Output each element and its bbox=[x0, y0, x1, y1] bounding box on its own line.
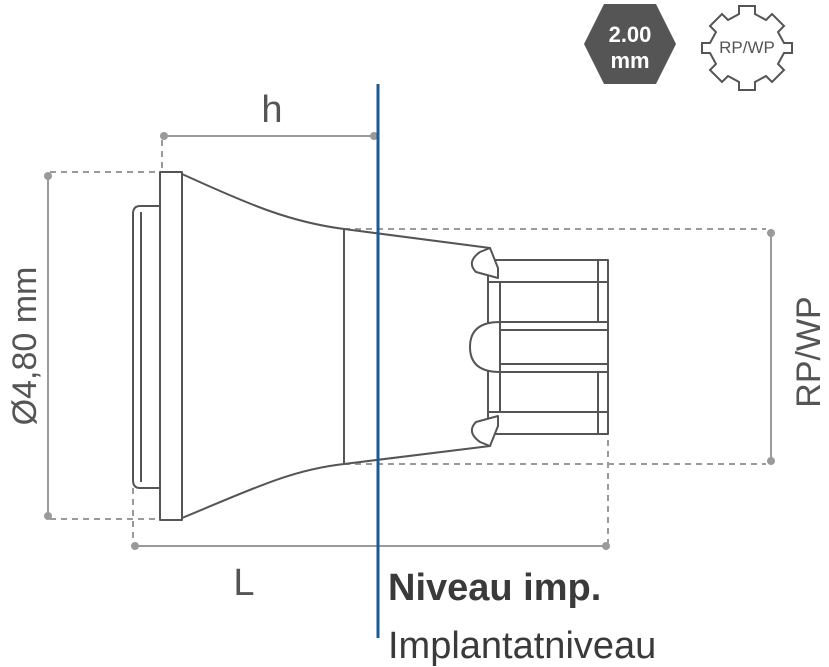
dimension-diameter: Ø4,80 mm bbox=[6, 171, 160, 520]
dimension-L: L bbox=[131, 440, 610, 604]
diameter-label: Ø4,80 mm bbox=[6, 267, 44, 426]
platform-label: RP/WP bbox=[790, 296, 828, 407]
driver-size-unit: mm bbox=[610, 48, 649, 73]
dimension-h: h bbox=[160, 89, 378, 172]
flange bbox=[159, 171, 183, 521]
connection-badge: RP/WP bbox=[701, 5, 793, 91]
gear-icon bbox=[701, 5, 793, 91]
length-label: L bbox=[233, 562, 254, 604]
flared-body bbox=[181, 173, 491, 519]
middle-lobe bbox=[469, 321, 501, 373]
rear-cap bbox=[132, 205, 161, 489]
upper-lobe bbox=[470, 247, 499, 279]
implant-level-label: Niveau imp. bbox=[388, 567, 601, 609]
abutment-part bbox=[132, 171, 609, 521]
driver-size-value: 2.00 bbox=[609, 22, 652, 47]
hexagon-icon bbox=[584, 4, 676, 84]
lower-lobe bbox=[470, 415, 499, 447]
connection-label: RP/WP bbox=[719, 38, 775, 57]
height-label: h bbox=[261, 89, 282, 131]
driver-size-badge: 2.00 mm bbox=[584, 4, 676, 84]
implant-level-sublabel: Implantatniveau bbox=[388, 625, 656, 667]
implant-level: Niveau imp. Implantatniveau bbox=[376, 84, 656, 667]
dimension-platform: RP/WP bbox=[344, 228, 828, 465]
